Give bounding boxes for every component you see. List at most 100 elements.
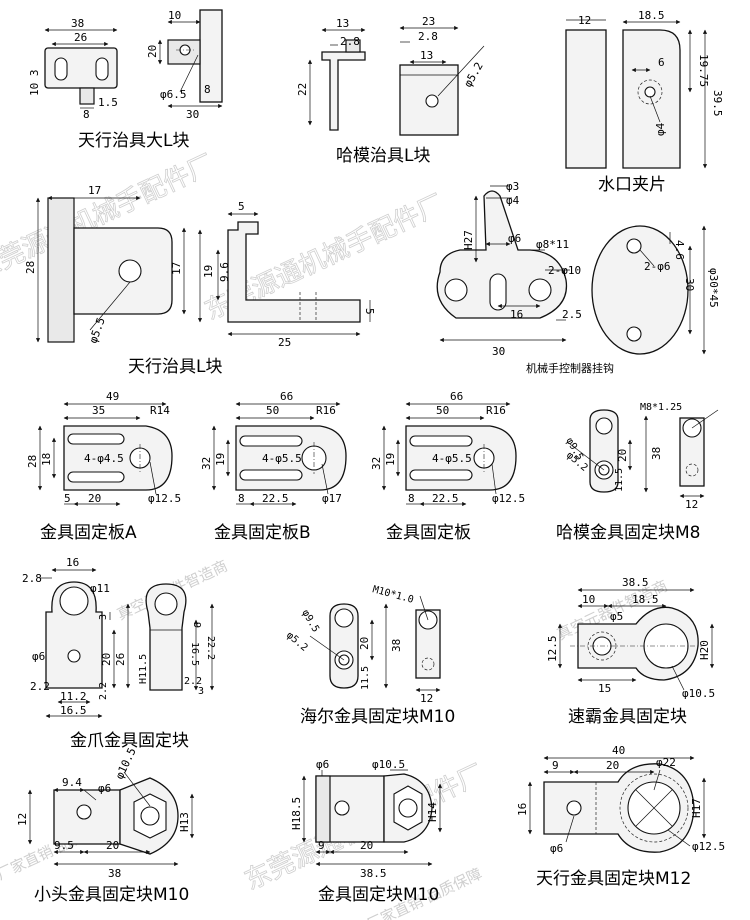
part-drawing: 16 2.8 φ11 3 φ6 20 26 2.2 11.2 2.2 16.5 … xyxy=(22,556,216,751)
dimension-label: 3 xyxy=(198,686,204,697)
dimension-label: 16.5 xyxy=(189,642,200,666)
part-name: 哈模治具L块 xyxy=(336,146,430,166)
part-name: 金爪金具固定块 xyxy=(70,731,189,751)
dimension-label: 30 xyxy=(186,108,199,121)
dimension-label: R16 xyxy=(486,404,506,417)
dimension-label: M10*1.0 xyxy=(371,584,415,606)
dimension-label: φ11 xyxy=(90,582,110,595)
dimension-label: 20 xyxy=(100,653,113,666)
dimension-label: 17 xyxy=(88,184,101,197)
dimension-label: H13 xyxy=(178,812,191,832)
dimension-label: 2.8 xyxy=(340,35,360,48)
dimension-label: 66 xyxy=(450,390,463,403)
dimension-label: φ10.5 xyxy=(372,758,405,771)
dimension-label: 10 3 xyxy=(28,70,41,97)
part-name: 水口夹片 xyxy=(598,175,666,195)
part-name: 机械手控制器挂钩 xyxy=(526,361,614,375)
dimension-label: 2.8 xyxy=(418,30,438,43)
dimension-label: 16 xyxy=(516,803,529,816)
dimension-label: 8 xyxy=(238,492,245,505)
dimension-label: 15 xyxy=(598,682,611,695)
part-drawing: 40 9 20 φ22 16 H17 φ6 φ12.5 天行金具固定块M12 xyxy=(516,744,725,889)
dimension-label: 66 xyxy=(280,390,293,403)
dimension-label: 20 xyxy=(358,637,371,650)
dimension-label: 12.5 xyxy=(546,636,559,663)
part-drawing: M8*1.25 φ9.5 φ5.2 20 38 11.5 12 哈模金具固定块M… xyxy=(556,402,719,543)
dimension-label: 5 xyxy=(238,200,245,213)
dimension-label: 11.5 xyxy=(614,468,625,492)
dimension-label: 19.75 xyxy=(697,54,710,87)
dimension-label: H27 xyxy=(462,230,475,250)
dimension-label: 50 xyxy=(266,404,279,417)
dimension-label: 20 xyxy=(146,45,159,58)
part-drawing: 49 35 R14 28 18 4-φ4.5 5 20 φ12.5 金具固定板A xyxy=(26,390,181,543)
dimension-label: 26 xyxy=(74,31,87,44)
dimension-label: 32 xyxy=(200,457,213,470)
dimension-label: 38.5 xyxy=(360,867,387,880)
dimension-label: 2-φ6 xyxy=(644,260,671,273)
part-name: 海尔金具固定块M10 xyxy=(300,707,455,727)
dimension-label: 11.2 xyxy=(60,690,87,703)
dimension-label: 38.5 xyxy=(622,576,649,589)
dimension-label: 38 xyxy=(390,639,403,652)
part-name: 金具固定板B xyxy=(214,523,311,543)
dimension-label: 6 xyxy=(658,56,665,69)
part-drawing: 38 26 10 20 10 3 φ6.5 8 1.5 30 8 天行治具大L块 xyxy=(28,9,223,151)
dimension-label: 2.5 xyxy=(562,308,582,321)
dimension-label: φ9.5 xyxy=(299,608,321,634)
dimension-label: 16 xyxy=(510,308,523,321)
dimension-label: 1.5 xyxy=(98,96,118,109)
dimension-label: 30 xyxy=(683,278,696,291)
part-drawing: 66 50 R16 32 19 4-φ5.5 8 22.5 φ12.5 金具固定… xyxy=(370,390,525,543)
dimension-label: 9 xyxy=(318,839,325,852)
dimension-label: H20 xyxy=(698,640,711,660)
dimension-label: 9.6 xyxy=(218,262,231,282)
dimension-label: 12 xyxy=(578,14,591,27)
dimension-label: 2-φ10 xyxy=(548,264,581,277)
dimension-label: 20 xyxy=(606,759,619,772)
dimension-label: 10 xyxy=(582,593,595,606)
dimension-label: 32 xyxy=(370,457,383,470)
dimension-label: 4-φ5.5 xyxy=(432,452,472,465)
dimension-label: φ30*45 xyxy=(707,268,720,308)
dimension-label: 22 xyxy=(296,83,309,96)
part-drawing: 66 50 R16 32 19 4-φ5.5 8 22.5 φ17 金具固定板B xyxy=(200,390,347,543)
dimension-label: 2.8 xyxy=(22,572,42,585)
part-drawing: φ3 φ4 H27 φ6 φ8*11 2-φ10 16 2.5 30 4.6 2… xyxy=(436,180,720,375)
dimension-label: 2.2 xyxy=(30,680,50,693)
part-drawing: 38.5 10 18.5 φ5 12.5 H20 15 φ10.5 速霸金具固定… xyxy=(546,576,715,727)
dimension-label: 25 xyxy=(278,336,291,349)
dimension-label: 30 xyxy=(492,345,505,358)
dimension-label: φ5 xyxy=(610,610,623,623)
dimension-label: H14 xyxy=(426,802,439,822)
dimension-label: 38 xyxy=(650,447,663,460)
dimension-label: 23 xyxy=(422,15,435,28)
dimension-label: 9 xyxy=(191,622,202,628)
dimension-label: 2.2 xyxy=(98,682,109,700)
part-name: 小头金具固定块M10 xyxy=(34,885,189,905)
dimension-label: 20 xyxy=(616,449,629,462)
dimension-label: 5 xyxy=(64,492,71,505)
dimension-label: 49 xyxy=(106,390,119,403)
dimension-label: 28 xyxy=(24,261,37,274)
dimension-label: 5 xyxy=(363,308,376,315)
part-name: 速霸金具固定块 xyxy=(568,707,687,727)
dimension-label: φ5.2 xyxy=(284,630,310,654)
dimension-label: H17 xyxy=(690,798,703,818)
dimension-label: 18 xyxy=(40,453,53,466)
dimension-label: φ6 xyxy=(316,758,329,771)
dimension-label: 13 xyxy=(420,49,433,62)
dimension-label: φ6 xyxy=(98,782,111,795)
dimension-label: 13 xyxy=(336,17,349,30)
part-drawing: φ6 φ10.5 H18.5 H14 9 20 38.5 金具固定块M10 xyxy=(290,758,443,905)
dimension-label: 12 xyxy=(16,813,29,826)
dimension-label: φ4 xyxy=(506,194,520,207)
dimension-label: φ6 xyxy=(550,842,563,855)
dimension-label: 4-φ5.5 xyxy=(262,452,302,465)
dimension-label: φ12.5 xyxy=(492,492,525,505)
part-name: 天行金具固定块M12 xyxy=(536,869,691,889)
dimension-label: 17 xyxy=(170,262,183,275)
dimension-label: 50 xyxy=(436,404,449,417)
part-drawing: 12 18.5 19.75 39.5 6 φ4 水口夹片 xyxy=(565,9,724,195)
dimension-label: φ8*11 xyxy=(536,238,569,251)
